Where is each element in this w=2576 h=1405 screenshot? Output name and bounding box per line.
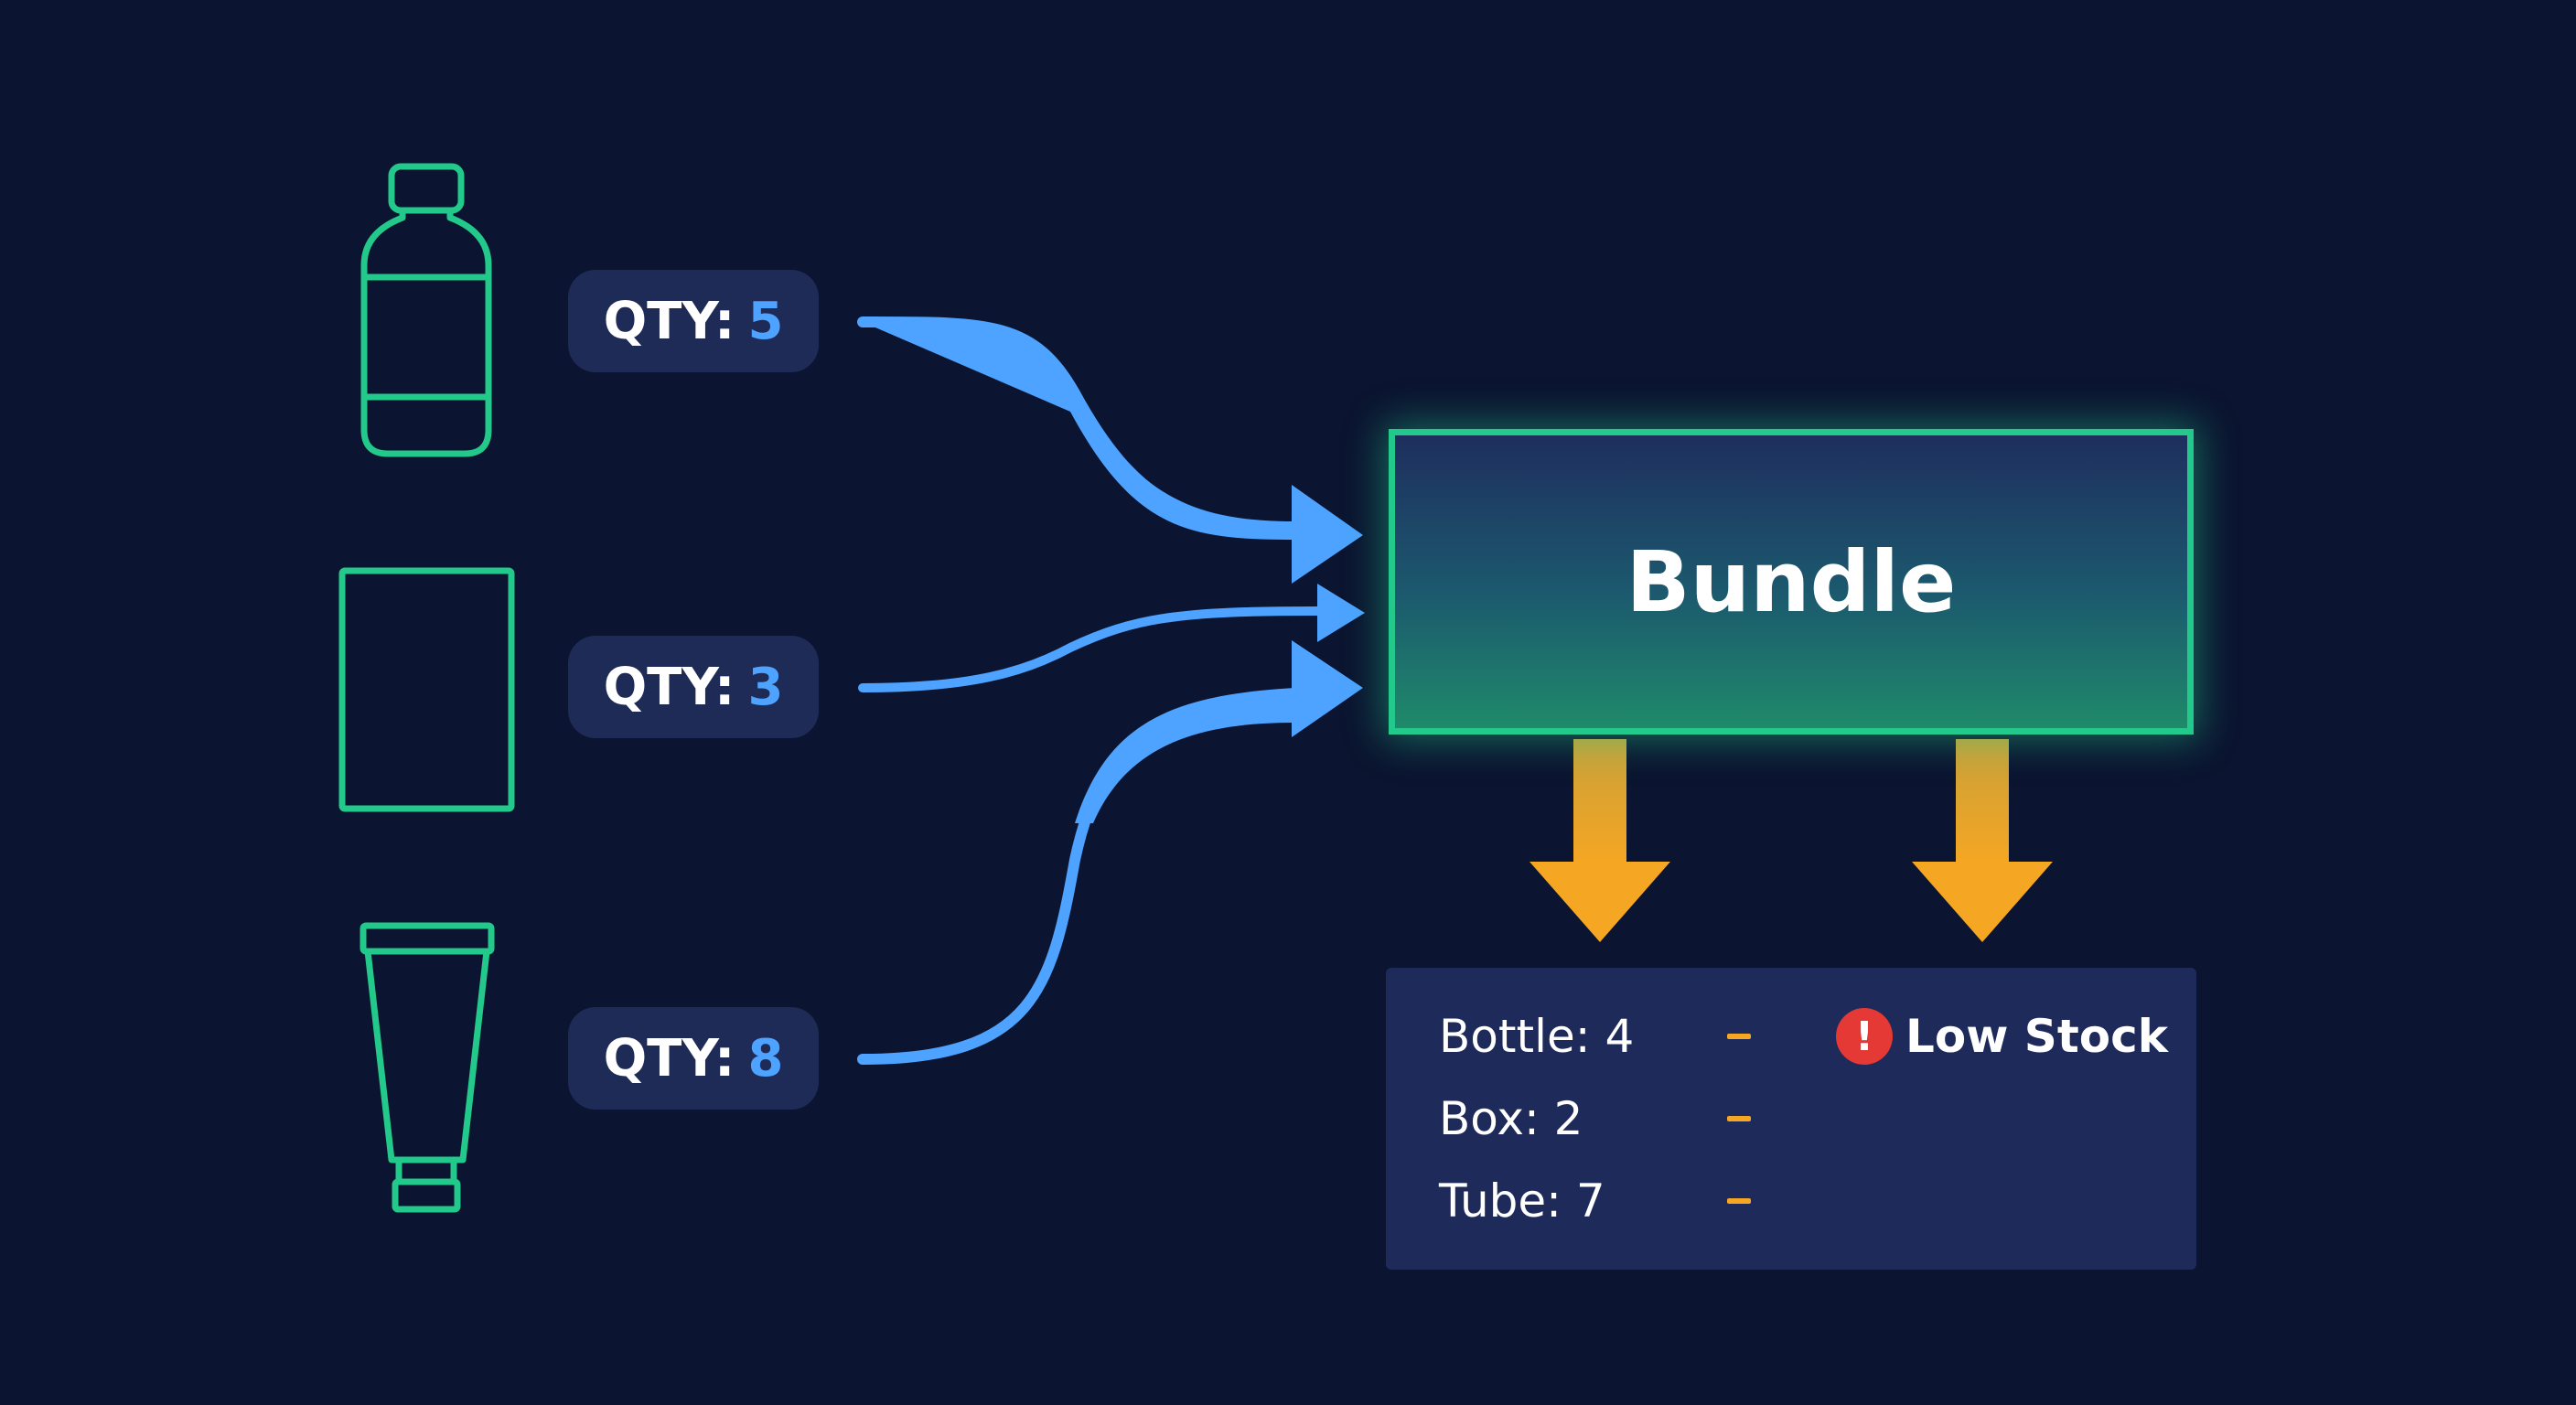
output-arrow-left-shaft xyxy=(1573,739,1626,863)
bottle-icon xyxy=(360,163,492,457)
qty-badge-bottle: QTY: 5 xyxy=(568,270,819,372)
stock-status-panel xyxy=(1386,968,2196,1270)
qty-label: QTY: xyxy=(603,1028,735,1089)
flow-curve-tube xyxy=(857,701,1300,1065)
flow-curve-bottle xyxy=(863,321,1294,540)
warning-text: Low Stock xyxy=(1905,1010,2168,1063)
stock-row-dash xyxy=(1727,1198,1751,1204)
arrowhead-box xyxy=(1317,584,1365,642)
bundle-title: Bundle xyxy=(1626,532,1957,631)
qty-badge-tube: QTY: 8 xyxy=(568,1007,819,1110)
output-arrows xyxy=(1530,739,2053,942)
qty-label: QTY: xyxy=(603,657,735,717)
arrowhead-tube xyxy=(1292,640,1363,737)
stock-row-box: Box: 2 xyxy=(1439,1087,1751,1151)
qty-value: 8 xyxy=(747,1028,784,1089)
qty-value: 3 xyxy=(747,657,784,717)
stock-row-dash xyxy=(1727,1116,1751,1121)
stock-row-label: Tube: 7 xyxy=(1439,1174,1605,1228)
stock-row-dash xyxy=(1727,1034,1751,1039)
output-arrow-right-head xyxy=(1912,862,2053,942)
flow-curve-box xyxy=(858,606,1322,692)
flow-arrows xyxy=(857,316,1365,1065)
stock-row-label: Bottle: 4 xyxy=(1439,1010,1635,1063)
qty-label: QTY: xyxy=(603,291,735,351)
stock-row-tube: Tube: 7 xyxy=(1439,1169,1751,1233)
exclamation-icon: ! xyxy=(1836,1008,1893,1065)
output-arrow-left-head xyxy=(1530,862,1670,942)
stock-row-label: Box: 2 xyxy=(1439,1092,1583,1145)
stock-row-bottle: Bottle: 4 xyxy=(1439,1004,1751,1068)
tube-icon xyxy=(360,922,495,1213)
bundle-node: Bundle xyxy=(1389,429,2194,735)
qty-value: 5 xyxy=(747,291,784,351)
box-icon xyxy=(338,567,515,812)
low-stock-warning: ! Low Stock xyxy=(1836,1007,2168,1066)
output-arrow-right-shaft xyxy=(1956,739,2009,863)
arrowhead-bottle xyxy=(1292,485,1363,584)
qty-badge-box: QTY: 3 xyxy=(568,636,819,738)
